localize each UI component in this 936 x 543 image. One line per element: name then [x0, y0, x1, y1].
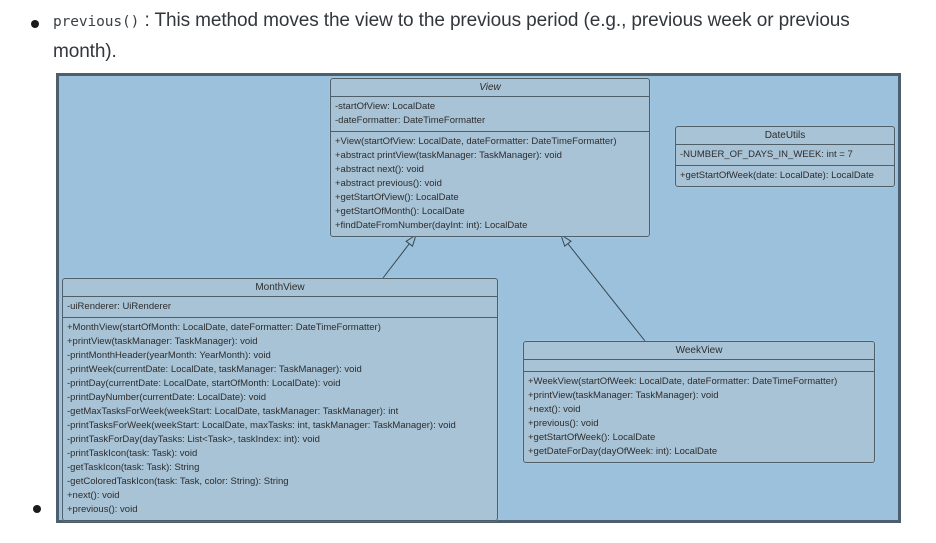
uml-method: -getColoredTaskIcon(task: Task, color: S… — [67, 476, 289, 487]
uml-method: +getStartOfMonth(): LocalDate — [335, 206, 465, 217]
uml-method: -printWeek(currentDate: LocalDate, taskM… — [67, 364, 362, 375]
uml-method: +abstract printView(taskManager: TaskMan… — [335, 150, 562, 161]
uml-attribute: -NUMBER_OF_DAYS_IN_WEEK: int = 7 — [680, 149, 853, 160]
uml-method: +getStartOfView(): LocalDate — [335, 192, 459, 203]
uml-method: +WeekView(startOfWeek: LocalDate, dateFo… — [528, 376, 838, 387]
class-title-weekview: WeekView — [524, 342, 874, 360]
uml-method: +next(): void — [67, 490, 120, 501]
inheritance-arrow-layer — [382, 233, 646, 342]
inheritance-arrow-weekview-to-view — [560, 233, 646, 342]
uml-method: +abstract previous(): void — [335, 178, 442, 189]
uml-method: +printView(taskManager: TaskManager): vo… — [67, 336, 258, 347]
uml-method: +previous(): void — [67, 504, 138, 515]
uml-method: +getStartOfWeek(date: LocalDate): LocalD… — [680, 170, 874, 181]
uml-method: +MonthView(startOfMonth: LocalDate, date… — [67, 322, 381, 333]
uml-class-dateutils: DateUtils -NUMBER_OF_DAYS_IN_WEEK: int =… — [675, 126, 895, 187]
class-attributes-dateutils: -NUMBER_OF_DAYS_IN_WEEK: int = 7 — [676, 145, 894, 166]
uml-attribute: -startOfView: LocalDate — [335, 101, 436, 112]
uml-method: -printDayNumber(currentDate: LocalDate):… — [67, 392, 267, 403]
bullet-item-previous: previous() : This method moves the view … — [53, 6, 868, 67]
uml-method: -printTaskIcon(task: Task): void — [67, 448, 198, 459]
uml-method: +getDateForDay(dayOfWeek: int): LocalDat… — [528, 446, 718, 457]
uml-method: -getMaxTasksForWeek(weekStart: LocalDate… — [67, 406, 399, 417]
class-title-dateutils: DateUtils — [676, 127, 894, 145]
uml-method: -printMonthHeader(yearMonth: YearMonth):… — [67, 350, 271, 361]
class-methods-view: +View(startOfView: LocalDate, dateFormat… — [331, 132, 649, 236]
uml-attribute: -uiRenderer: UiRenderer — [67, 301, 172, 312]
uml-method: -printDay(currentDate: LocalDate, startO… — [67, 378, 341, 389]
bullet-marker — [33, 505, 41, 513]
bullet-marker — [31, 20, 39, 28]
inheritance-arrow-monthview-to-view — [382, 233, 417, 279]
uml-method: +abstract next(): void — [335, 164, 424, 175]
class-methods-monthview: +MonthView(startOfMonth: LocalDate, date… — [63, 318, 497, 520]
uml-method: +findDateFromNumber(dayInt: int): LocalD… — [335, 220, 528, 231]
uml-method: -getTaskIcon(task: Task): String — [67, 462, 200, 473]
uml-method: -printTaskForDay(dayTasks: List<Task>, t… — [67, 434, 320, 445]
bullet-description: : This method moves the view to the prev… — [53, 10, 850, 62]
uml-method: +previous(): void — [528, 418, 599, 429]
uml-method: +View(startOfView: LocalDate, dateFormat… — [335, 136, 617, 147]
uml-class-monthview: MonthView -uiRenderer: UiRenderer +Month… — [62, 278, 498, 521]
class-attributes-view: -startOfView: LocalDate -dateFormatter: D… — [331, 97, 649, 132]
class-methods-dateutils: +getStartOfWeek(date: LocalDate): LocalD… — [676, 166, 894, 186]
uml-attribute: -dateFormatter: DateTimeFormatter — [335, 115, 486, 126]
class-methods-weekview: +WeekView(startOfWeek: LocalDate, dateFo… — [524, 372, 874, 462]
uml-class-view: View -startOfView: LocalDate -dateFormatt… — [330, 78, 650, 237]
class-title-monthview: MonthView — [63, 279, 497, 297]
class-title-view: View — [331, 79, 649, 97]
uml-method: +next(): void — [528, 404, 581, 415]
class-attributes-weekview — [524, 360, 874, 372]
uml-method: +printView(taskManager: TaskManager): vo… — [528, 390, 719, 401]
class-attributes-monthview: -uiRenderer: UiRenderer — [63, 297, 497, 318]
uml-class-weekview: WeekView +WeekView(startOfWeek: LocalDat… — [523, 341, 875, 463]
uml-diagram-panel: View -startOfView: LocalDate -dateFormatt… — [56, 73, 901, 523]
uml-method: +getStartOfWeek(): LocalDate — [528, 432, 656, 443]
inline-code-previous: previous() — [53, 14, 140, 30]
uml-method: -printTasksForWeek(weekStart: LocalDate,… — [67, 420, 456, 431]
